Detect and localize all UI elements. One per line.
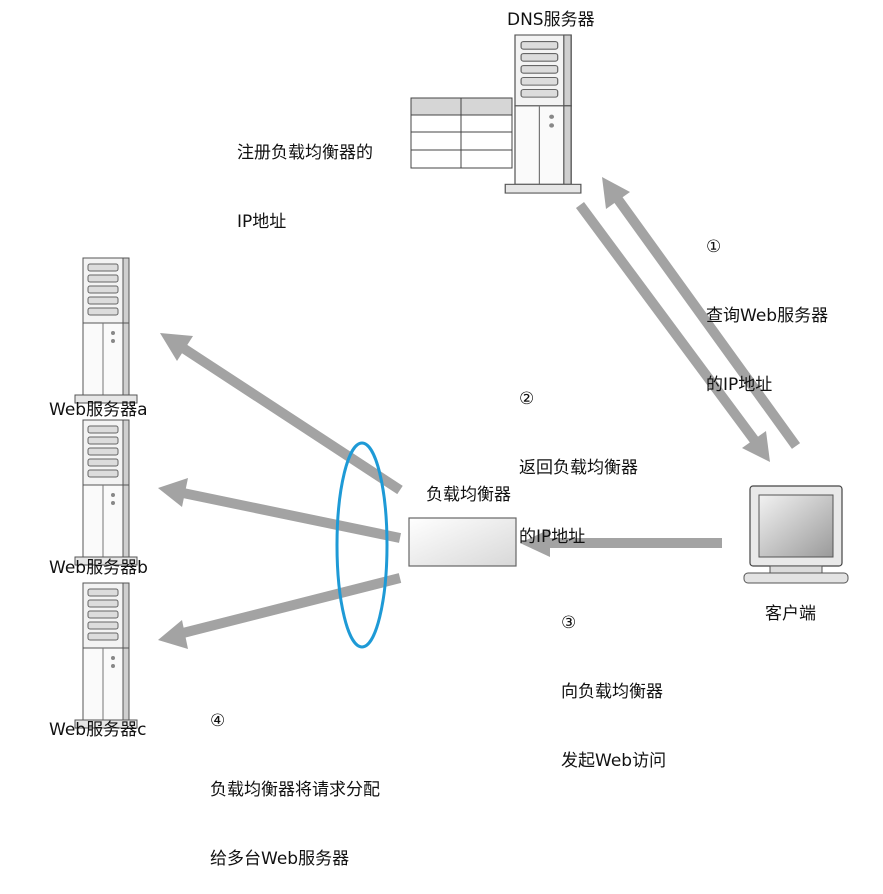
load-balancer-label: 负载均衡器 <box>426 485 511 505</box>
step-4-line-1: 负载均衡器将请求分配 <box>210 780 380 800</box>
step-2-label: ② 返回负载均衡器 的IP地址 <box>519 342 638 572</box>
step-4-line-2: 给多台Web服务器 <box>210 849 350 869</box>
client-label: 客户端 <box>765 604 816 624</box>
dns-register-note-line-1: 注册负载均衡器的 <box>237 143 373 163</box>
dns-register-note-line-2: IP地址 <box>237 212 287 232</box>
arrow-query-dns <box>602 177 801 449</box>
web-server-a <box>74 257 138 404</box>
load-balancing-diagram <box>74 34 849 729</box>
step-3-line-2: 发起Web访问 <box>561 751 667 771</box>
step-1-line-2: 的IP地址 <box>706 375 773 395</box>
web-server-b <box>74 419 138 566</box>
step-1-label: ① 查询Web服务器 的IP地址 <box>706 190 828 420</box>
step-3-line-1: 向负载均衡器 <box>561 682 663 702</box>
arrow-lb-to-web-c <box>158 573 402 649</box>
step-4-label: ④ 负载均衡器将请求分配 给多台Web服务器 <box>210 664 380 894</box>
step-3-number: ③ <box>561 613 577 633</box>
step-2-line-2: 的IP地址 <box>519 527 586 547</box>
step-1-line-1: 查询Web服务器 <box>706 306 829 326</box>
step-2-number: ② <box>519 389 535 409</box>
web-server-a-label: Web服务器a <box>49 400 148 420</box>
step-4-number: ④ <box>210 711 226 731</box>
step-1-number: ① <box>706 237 722 257</box>
arrow-lb-to-web-a <box>160 333 403 495</box>
step-2-line-1: 返回负载均衡器 <box>519 458 638 478</box>
client-pc <box>743 485 849 584</box>
dns-register-note: 注册负载均衡器的 IP地址 <box>237 96 373 257</box>
web-server-b-label: Web服务器b <box>49 558 148 578</box>
arrow-lb-to-web-b <box>158 478 402 543</box>
dns-server <box>504 34 582 194</box>
dns-address-table <box>410 97 513 169</box>
load-balancer-device <box>408 517 517 567</box>
distribution-ellipse <box>335 441 389 649</box>
arrow-client-to-lb <box>520 529 722 557</box>
arrow-dns-reply <box>575 202 770 462</box>
step-3-label: ③ 向负载均衡器 发起Web访问 <box>561 566 666 796</box>
web-server-c <box>74 582 138 729</box>
dns-server-label: DNS服务器 <box>507 10 595 30</box>
web-server-c-label: Web服务器c <box>49 720 147 740</box>
